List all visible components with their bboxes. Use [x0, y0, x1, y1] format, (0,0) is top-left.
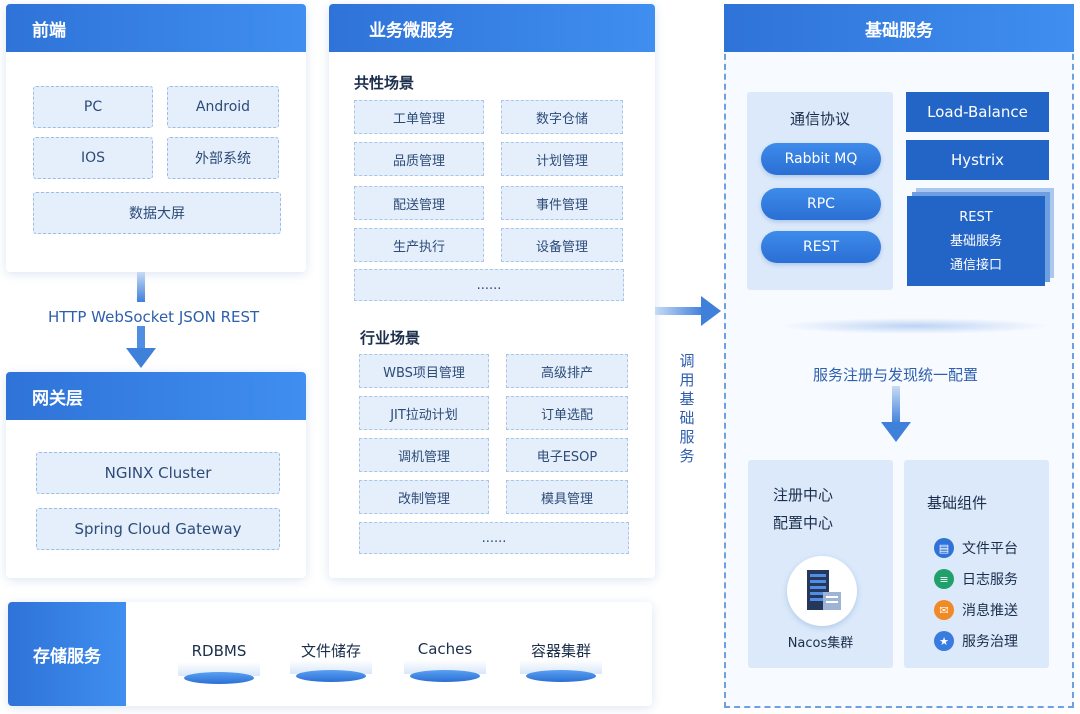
call-label-char: 础 — [679, 409, 695, 427]
hystrix-box[interactable]: Hystrix — [906, 140, 1049, 180]
storage-title: 存储服务 — [33, 646, 101, 667]
industry-item[interactable]: 高级排产 — [506, 354, 628, 388]
industry-item[interactable]: JIT拉动计划 — [359, 396, 489, 430]
protocol-rpc[interactable]: RPC — [761, 188, 881, 220]
database-disc-icon — [526, 670, 596, 682]
storage-item-caches[interactable]: Caches — [400, 634, 490, 684]
common-item[interactable]: 数字仓储 — [501, 100, 623, 134]
industry-scene-title: 行业场景 — [360, 329, 421, 347]
component-service-governance[interactable]: 服务治理 — [962, 634, 1018, 650]
registry-center-label: 注册中心 — [773, 486, 834, 504]
storage-item-label: RDBMS — [191, 642, 247, 660]
call-label-char: 基 — [679, 390, 695, 408]
common-item[interactable]: 配送管理 — [354, 186, 484, 220]
storage-header: 存储服务 — [8, 602, 126, 706]
config-center-label: 配置中心 — [773, 514, 834, 532]
call-label-char: 用 — [679, 371, 695, 389]
gateway-header: 网关层 — [6, 372, 306, 420]
biz-header: 业务微服务 — [329, 4, 655, 52]
component-file-platform[interactable]: 文件平台 — [962, 541, 1018, 557]
base-title: 基础服务 — [865, 20, 933, 41]
database-disc-icon — [410, 670, 480, 682]
common-item[interactable]: 事件管理 — [501, 186, 623, 220]
gateway-item-nginx[interactable]: NGINX Cluster — [36, 452, 280, 494]
nacos-label: Nacos集群 — [787, 636, 854, 651]
gateway-title: 网关层 — [32, 388, 83, 409]
storage-item-label: 文件储存 — [300, 642, 361, 660]
protocol-rest[interactable]: REST — [761, 231, 881, 263]
rest-stack-line: 通信接口 — [949, 258, 1002, 273]
common-scene-title: 共性场景 — [354, 74, 415, 92]
industry-item[interactable]: WBS项目管理 — [359, 354, 489, 388]
frontend-item-external[interactable]: 外部系统 — [167, 137, 279, 179]
log-icon: ≡ — [934, 569, 954, 589]
gateway-item-spring-cloud[interactable]: Spring Cloud Gateway — [36, 508, 280, 550]
base-header: 基础服务 — [724, 4, 1074, 52]
frontend-item-pc[interactable]: PC — [33, 86, 153, 128]
storage-item-label: Caches — [417, 640, 473, 658]
load-balance-box[interactable]: Load-Balance — [906, 92, 1049, 132]
protocol-rabbitmq[interactable]: Rabbit MQ — [761, 143, 881, 175]
storage-item-file[interactable]: 文件储存 — [286, 634, 376, 684]
frontend-header: 前端 — [6, 4, 306, 52]
down-arrow-icon — [126, 272, 156, 368]
rest-stack-line: REST — [959, 210, 993, 225]
component-message-push[interactable]: 消息推送 — [962, 603, 1018, 619]
call-label-char: 务 — [679, 447, 695, 465]
industry-item-more[interactable]: ...... — [359, 522, 629, 554]
frontend-item-dashboard[interactable]: 数据大屏 — [33, 192, 281, 234]
message-icon: ✉ — [934, 600, 954, 620]
folder-icon: ▤ — [934, 538, 954, 558]
biz-title: 业务微服务 — [369, 20, 454, 41]
common-item-more[interactable]: ...... — [354, 269, 624, 301]
registry-label: 服务注册与发现统一配置 — [813, 366, 979, 384]
glow-divider — [780, 318, 1050, 334]
industry-item[interactable]: 电子ESOP — [506, 438, 628, 472]
industry-item[interactable]: 模具管理 — [506, 480, 628, 514]
industry-item[interactable]: 调机管理 — [359, 438, 489, 472]
frontend-item-android[interactable]: Android — [167, 86, 279, 128]
storage-item-label: 容器集群 — [530, 642, 591, 660]
common-item[interactable]: 工单管理 — [354, 100, 484, 134]
rest-stack-box[interactable]: REST 基础服务 通信接口 — [907, 196, 1045, 286]
common-item[interactable]: 计划管理 — [501, 142, 623, 176]
common-item[interactable]: 生产执行 — [354, 228, 484, 262]
database-disc-icon — [184, 672, 254, 684]
protocol-arrow-label: HTTP WebSocket JSON REST — [48, 308, 260, 326]
call-label-char: 服 — [679, 428, 695, 446]
nacos-server-icon — [787, 556, 857, 626]
star-icon: ★ — [934, 631, 954, 651]
common-item[interactable]: 设备管理 — [501, 228, 623, 262]
industry-item[interactable]: 订单选配 — [506, 396, 628, 430]
frontend-item-ios[interactable]: IOS — [33, 137, 153, 179]
common-item[interactable]: 品质管理 — [354, 142, 484, 176]
right-arrow-icon — [655, 296, 721, 326]
call-base-services-label: 调 用 基 础 服 务 — [677, 352, 697, 466]
database-disc-icon — [296, 670, 366, 682]
components-card — [904, 460, 1049, 668]
industry-item[interactable]: 改制管理 — [359, 480, 489, 514]
component-log-service[interactable]: 日志服务 — [962, 572, 1018, 588]
frontend-title: 前端 — [32, 20, 66, 41]
components-title: 基础组件 — [927, 494, 988, 512]
call-label-char: 调 — [679, 352, 695, 370]
protocol-title: 通信协议 — [789, 110, 850, 128]
down-arrow-icon — [881, 386, 911, 442]
storage-item-container[interactable]: 容器集群 — [516, 634, 606, 684]
rest-stack-line: 基础服务 — [949, 234, 1002, 249]
storage-item-rdbms[interactable]: RDBMS — [174, 636, 264, 686]
